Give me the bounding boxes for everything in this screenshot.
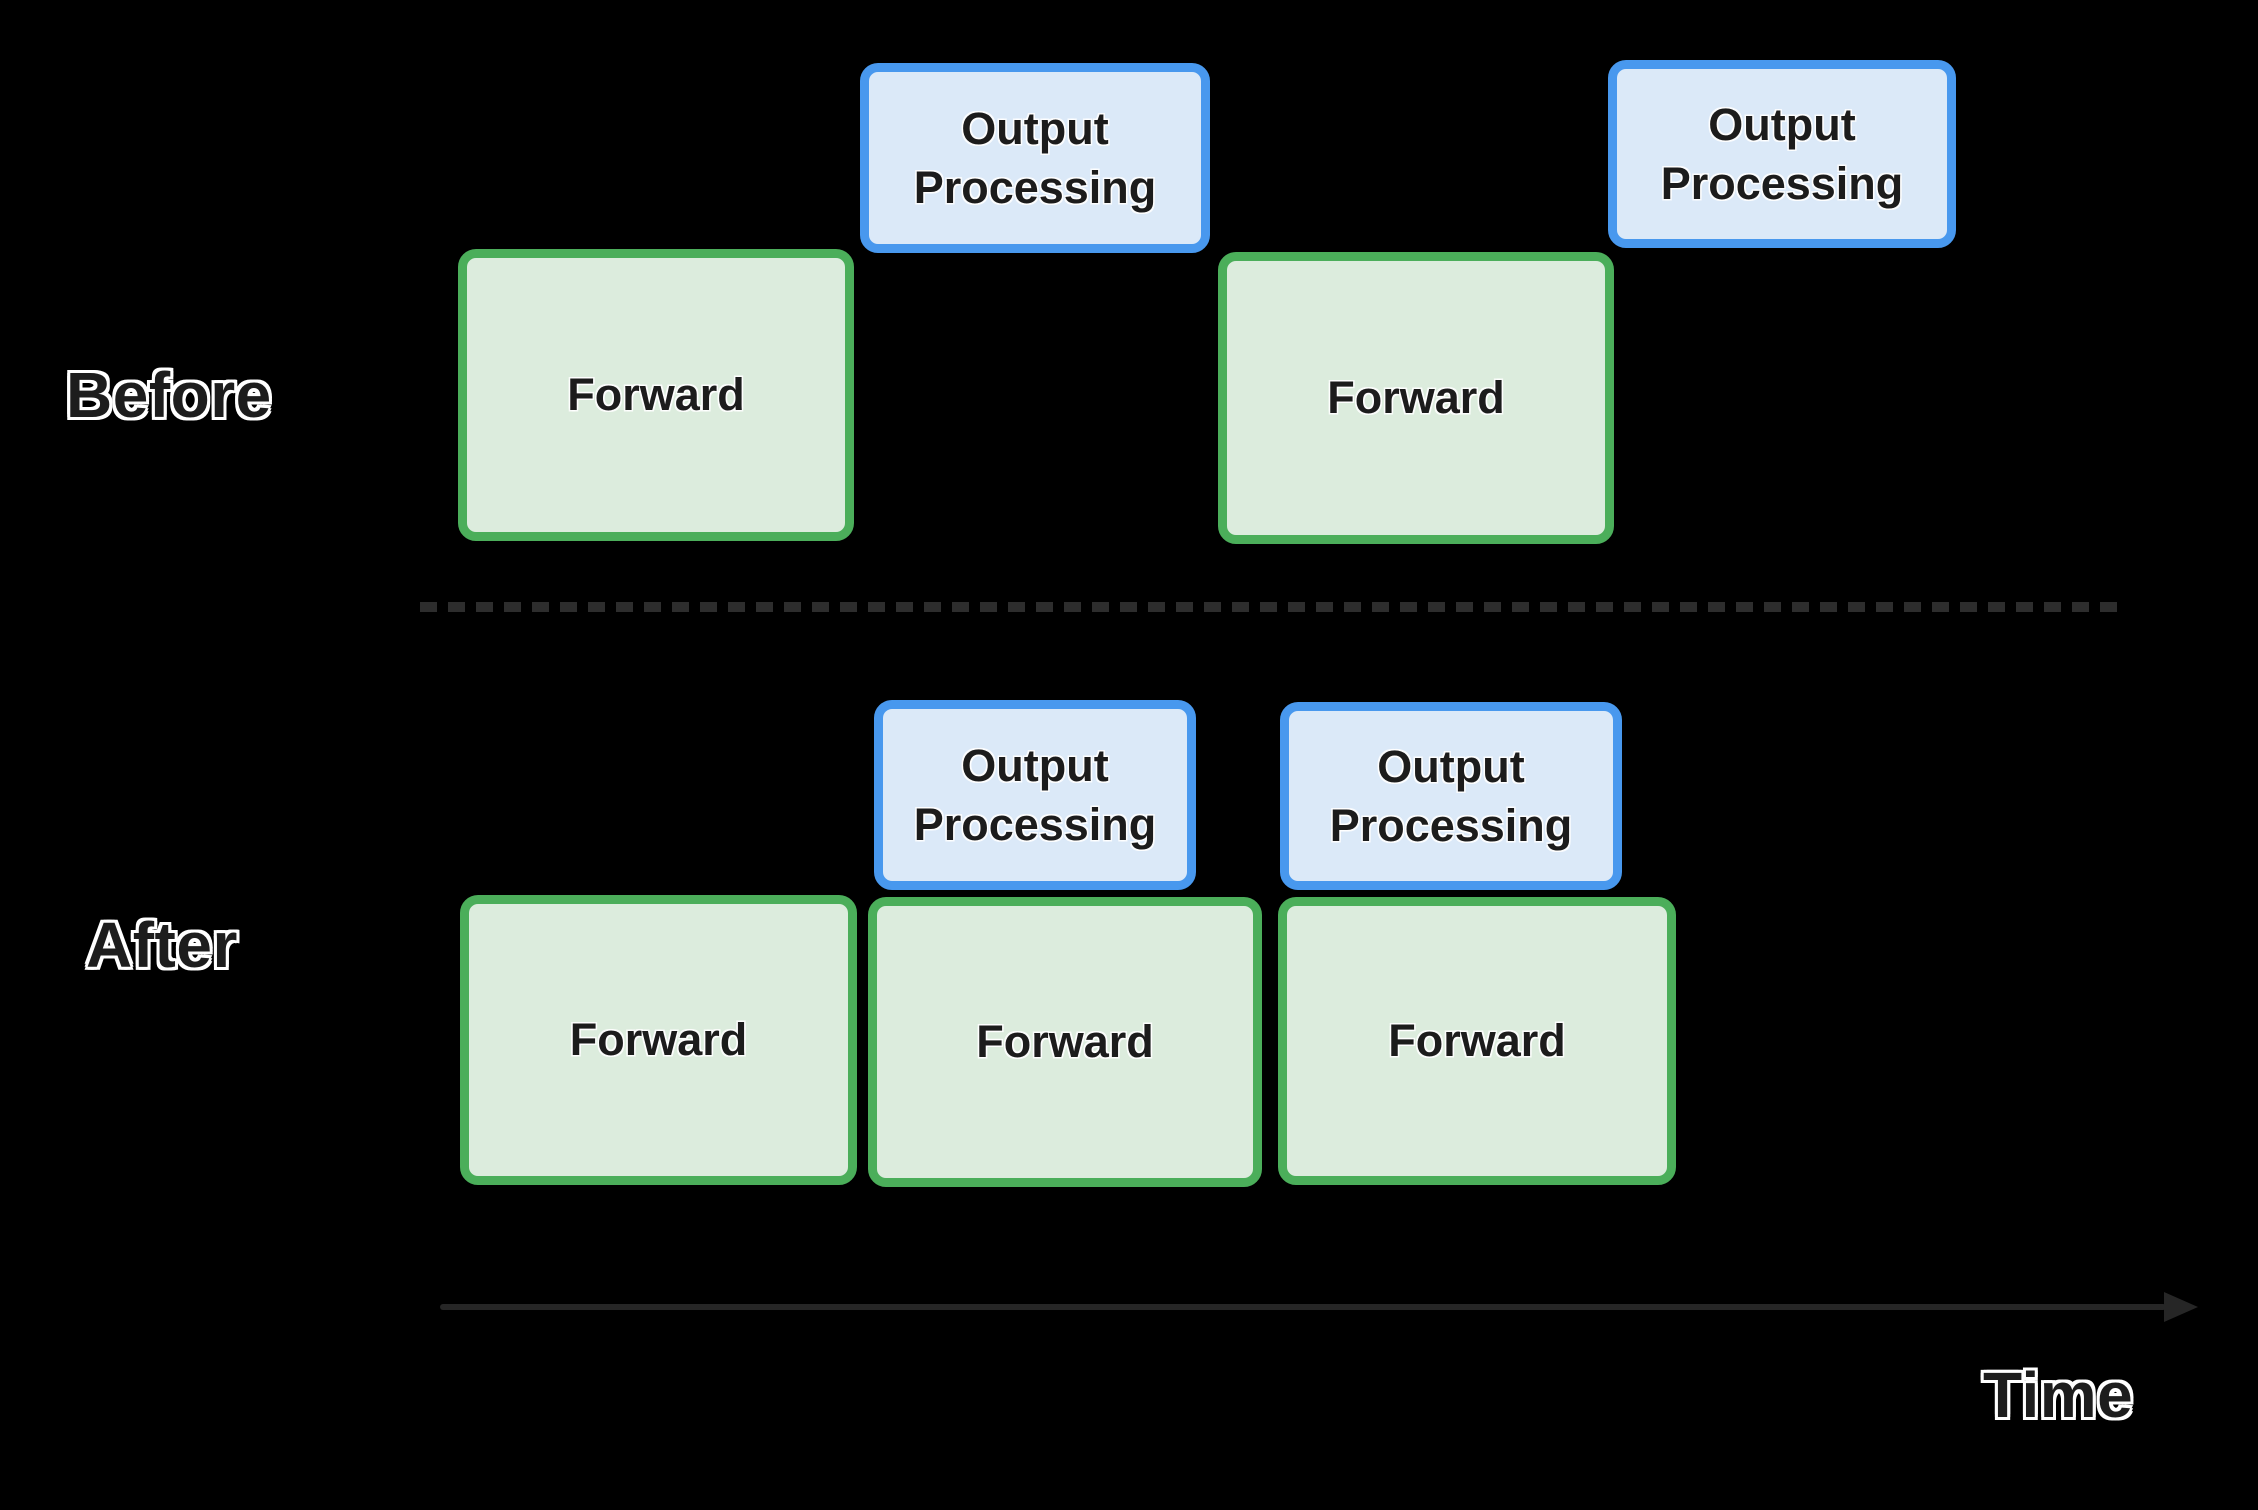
output-processing-box-label: Output Processing bbox=[913, 739, 1157, 850]
forward-box-label: Forward bbox=[976, 1016, 1154, 1068]
forward-box-label: Forward bbox=[1327, 372, 1505, 424]
forward-box: Forward bbox=[1278, 897, 1676, 1185]
output-processing-box-label: Output Processing bbox=[1329, 740, 1573, 851]
forward-box: Forward bbox=[1218, 252, 1614, 544]
forward-box-label: Forward bbox=[567, 369, 745, 421]
before-row-label: Before bbox=[66, 359, 272, 431]
output-processing-box-label: Output Processing bbox=[913, 102, 1157, 213]
output-processing-box: Output Processing bbox=[874, 700, 1196, 890]
timeline-arrow-shaft bbox=[440, 1304, 2166, 1310]
output-processing-box: Output Processing bbox=[1608, 60, 1956, 248]
output-processing-box: Output Processing bbox=[1280, 702, 1622, 890]
forward-box: Forward bbox=[458, 249, 854, 541]
output-processing-box-label: Output Processing bbox=[1660, 98, 1904, 209]
row-divider bbox=[420, 602, 2127, 612]
forward-box: Forward bbox=[868, 897, 1262, 1187]
forward-box: Forward bbox=[460, 895, 857, 1185]
timeline-arrow bbox=[440, 1292, 2198, 1322]
forward-box-label: Forward bbox=[1388, 1015, 1566, 1067]
after-row-label: After bbox=[86, 909, 238, 981]
time-axis-label: Time bbox=[1983, 1359, 2134, 1431]
forward-box-label: Forward bbox=[569, 1014, 748, 1066]
arrowhead-icon bbox=[2164, 1292, 2198, 1322]
output-processing-box: Output Processing bbox=[860, 63, 1210, 253]
